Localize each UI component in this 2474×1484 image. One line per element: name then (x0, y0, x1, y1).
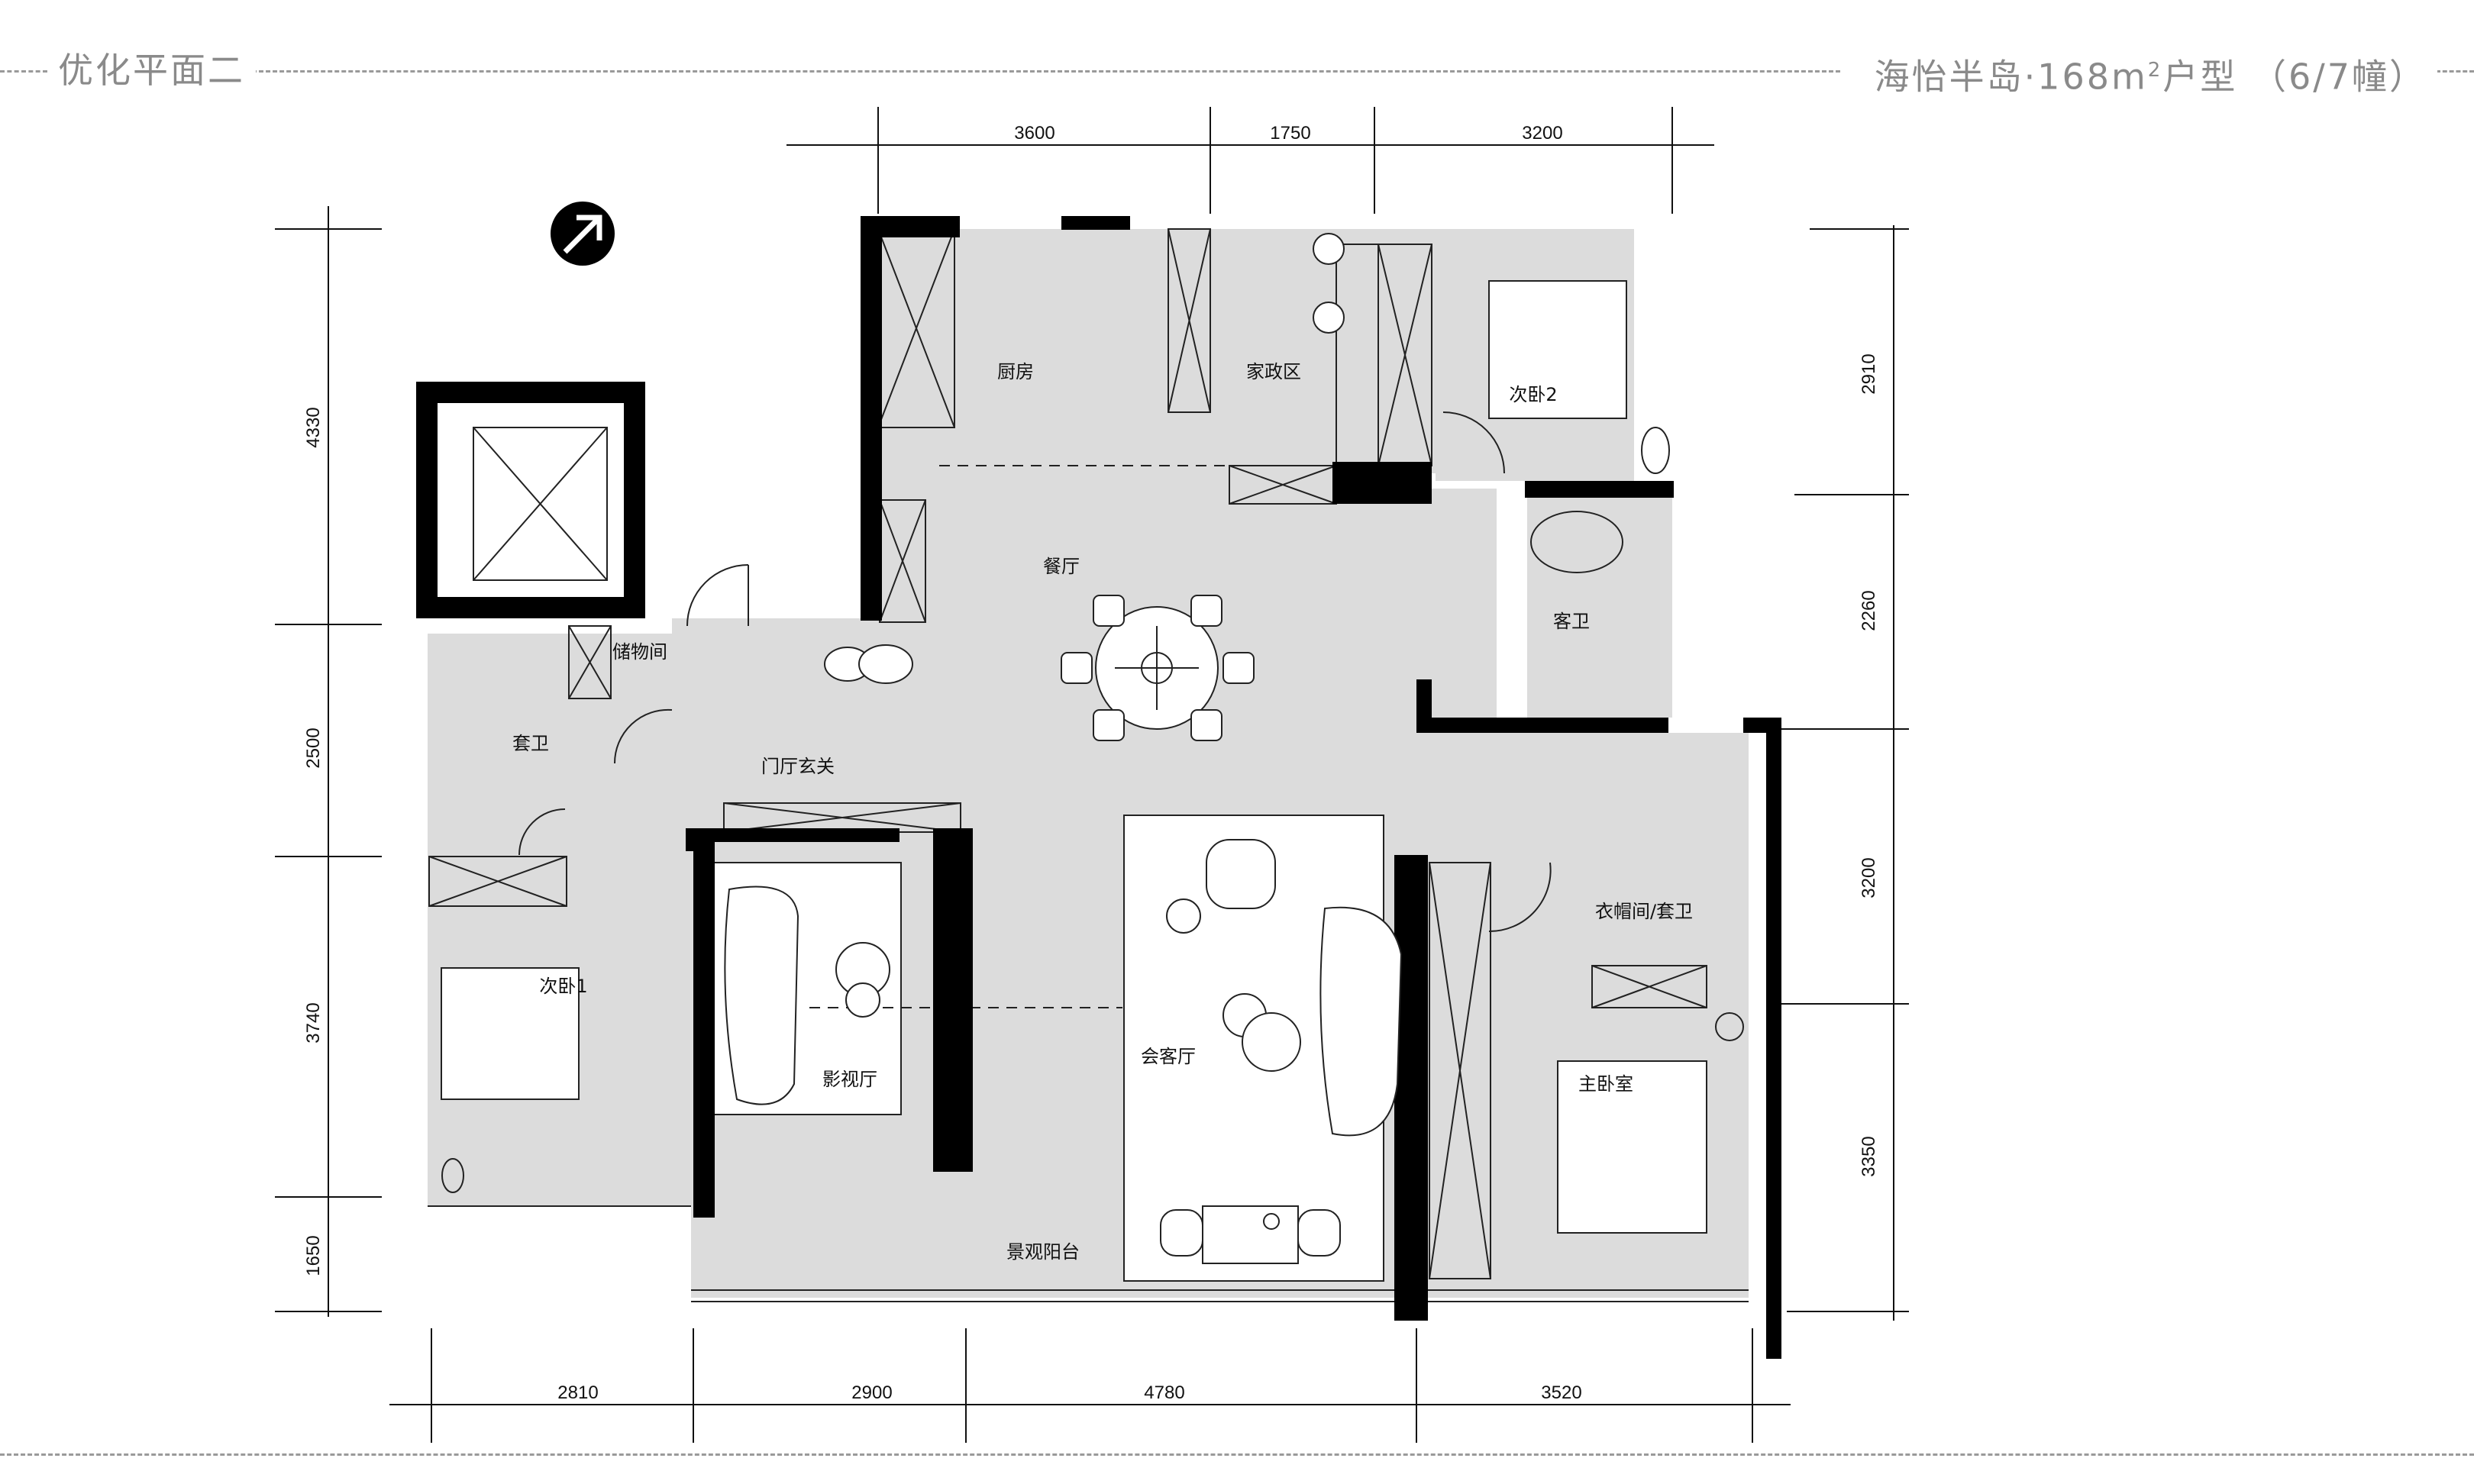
project-title-superscript: 2 (2147, 59, 2163, 82)
dimension-lines (275, 107, 1909, 1443)
project-title-unit: 户型 （6/7幢） (2162, 56, 2427, 98)
room-label-bedroom2: 次卧2 (1509, 384, 1557, 405)
master-bed (1557, 1060, 1707, 1234)
dim-bottom-4: 3520 (1541, 1382, 1581, 1403)
dim-top-3: 3200 (1522, 123, 1562, 144)
room-label-utility: 家政区 (1246, 361, 1301, 382)
dim-bottom-1: 2810 (557, 1382, 598, 1403)
furniture (724, 233, 1403, 1264)
walls (416, 216, 1781, 1359)
room-label-guest-bath: 客卫 (1553, 611, 1590, 632)
elevator-shaft (473, 427, 608, 581)
room-label-suite-bath: 套卫 (512, 733, 549, 754)
room-label-closet-bath: 衣帽间/套卫 (1595, 901, 1693, 922)
project-title: 海怡半岛·168m2户型 （6/7幢） (1863, 47, 2437, 100)
room-label-foyer: 门厅玄关 (761, 756, 835, 777)
bedroom1-bed (441, 967, 580, 1100)
dim-bottom-3: 4780 (1144, 1382, 1184, 1403)
room-label-storage: 储物间 (612, 641, 667, 663)
dim-right-1: 2910 (1859, 353, 1879, 394)
room-label-media-room: 影视厅 (822, 1069, 877, 1090)
header-dash-right-tail (2436, 70, 2474, 73)
north-arrow-icon (551, 202, 615, 266)
dim-left-2: 2500 (303, 727, 324, 768)
room-label-kitchen: 厨房 (997, 361, 1034, 382)
dim-right-2: 2260 (1859, 590, 1879, 631)
dim-top-2: 1750 (1270, 123, 1310, 144)
room-labels: 厨房 家政区 次卧2 餐厅 客卫 储物间 套卫 门厅玄关 次卧1 影视厅 会客厅… (512, 361, 1693, 1263)
dim-right-3: 3200 (1859, 857, 1879, 898)
header-dash-middle (252, 70, 1840, 73)
project-title-main: 海怡半岛·168m (1874, 56, 2148, 98)
room-label-dining: 餐厅 (1043, 556, 1080, 577)
dim-bottom-2: 2900 (851, 1382, 892, 1403)
page-title: 优化平面二 (47, 47, 256, 93)
dim-left-1: 4330 (303, 407, 324, 447)
dim-left-3: 3740 (303, 1002, 324, 1043)
interior-lines (428, 228, 1749, 1302)
dim-top-1: 3600 (1014, 123, 1055, 144)
room-label-living-room: 会客厅 (1141, 1046, 1196, 1067)
header-dash-left-lead (0, 70, 47, 73)
footer-dash (0, 1453, 2474, 1456)
dimension-labels: 3600 1750 3200 2810 2900 4780 3520 4330 … (303, 123, 1879, 1403)
dining-table (1061, 595, 1255, 741)
room-label-master-bedroom: 主卧室 (1578, 1073, 1633, 1095)
dim-left-4: 1650 (303, 1235, 324, 1276)
bedroom2-bed (1488, 280, 1627, 419)
dim-right-4: 3350 (1859, 1136, 1879, 1176)
room-label-bedroom1: 次卧1 (539, 976, 587, 997)
room-label-balcony: 景观阳台 (1006, 1241, 1080, 1263)
